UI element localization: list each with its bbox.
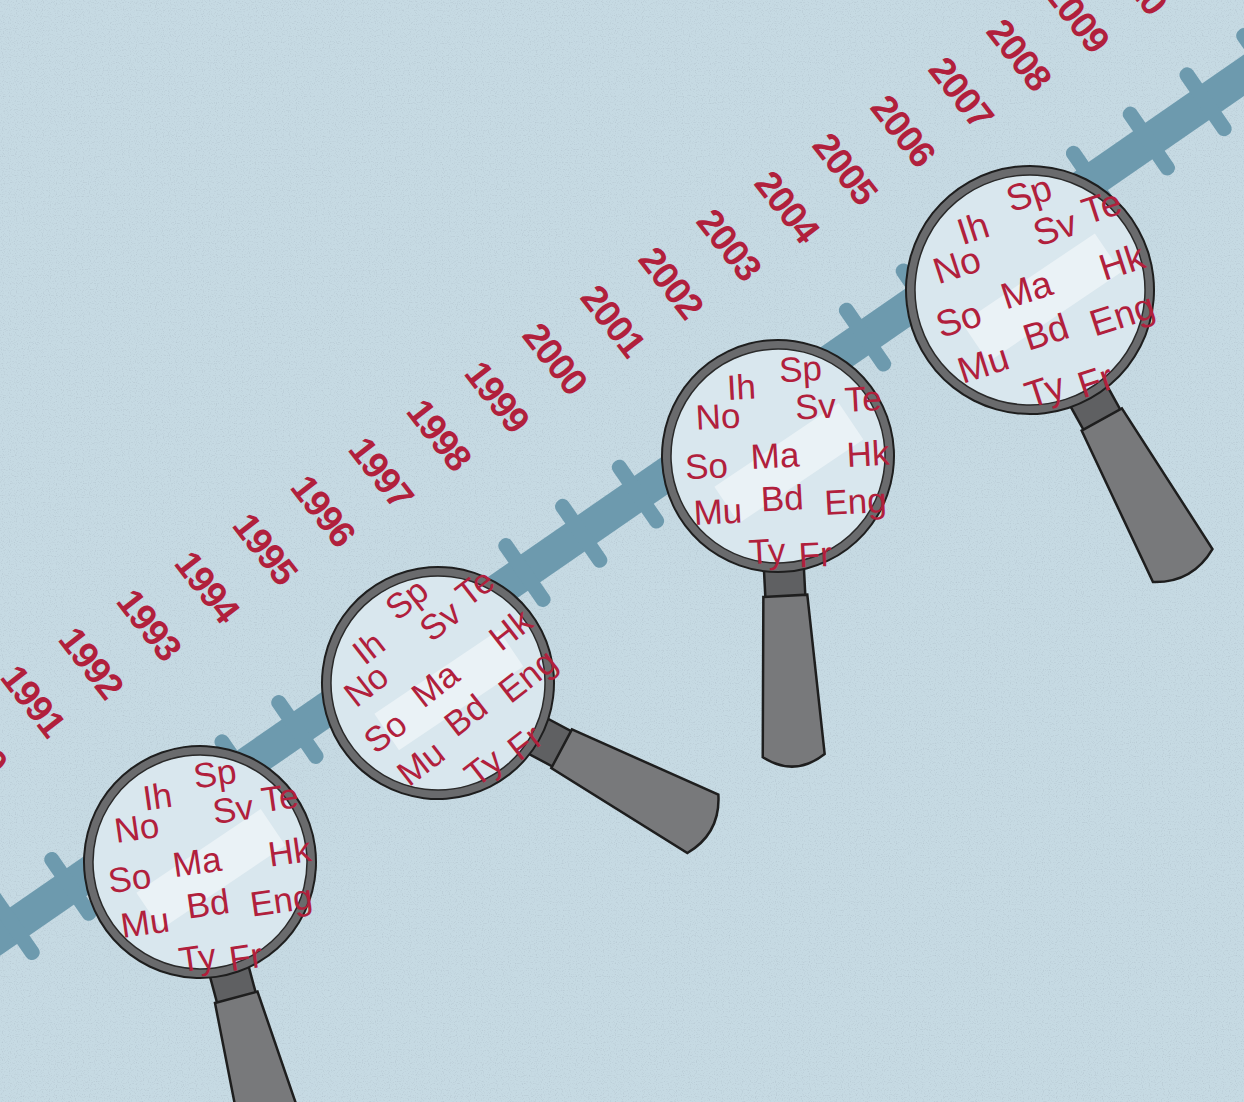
lens-rim-edge (274, 519, 602, 847)
year-label: 2006 (864, 89, 941, 173)
year-label: 1993 (110, 583, 187, 667)
country-code: Bd (760, 479, 805, 516)
country-code: Te (844, 380, 883, 417)
magnifier-handle (197, 962, 312, 1102)
country-code: Bd (184, 883, 231, 924)
magnifier-handle (1058, 378, 1217, 590)
country-code: Hk (846, 435, 891, 472)
year-label: 1992 (52, 621, 129, 705)
magnifier-lens: IhSpNoSvTeSoMaHkMuBdEngTyFr (67, 729, 334, 996)
country-code: Sp (191, 753, 238, 794)
country-code: Eng (248, 878, 315, 921)
year-label: 2000 (516, 317, 593, 401)
year-label: 1990 (0, 697, 14, 781)
country-code: Hk (266, 831, 313, 872)
timeline-tick (609, 457, 667, 531)
country-code: So (106, 858, 153, 899)
year-label: 1999 (458, 355, 535, 439)
timeline-tick (1177, 65, 1235, 139)
year-label: 1991 (0, 659, 72, 743)
year-label: 2004 (748, 165, 825, 249)
timeline-tick (1120, 104, 1178, 178)
country-code: Sv (794, 387, 837, 424)
country-code: Sp (778, 350, 823, 387)
lens-rim (657, 335, 899, 577)
lens-glass (288, 533, 588, 833)
country-code: Mu (693, 492, 743, 529)
country-code: No (695, 397, 742, 434)
year-label: 2007 (922, 51, 999, 135)
lens-rim-edge (872, 132, 1187, 447)
country-code: Sv (210, 789, 255, 829)
lens-rim-edge (68, 730, 332, 994)
lens-rim (70, 732, 330, 992)
timeline-tick (0, 888, 42, 962)
country-code: Mu (118, 902, 171, 943)
lens-rim (277, 522, 600, 845)
country-code: Ty (748, 532, 787, 569)
year-label: 1997 (342, 431, 419, 515)
timeline-tick (1233, 25, 1244, 99)
year-label: 1998 (400, 393, 477, 477)
timeline-band (0, 0, 1244, 1025)
year-label: 1996 (284, 469, 361, 553)
magnifier-lens: IhSpNoSvTeSoMaHkMuBdEngTyFr (654, 332, 902, 580)
country-code: Fr (227, 937, 265, 976)
timeline-tick (268, 692, 326, 766)
lens-glass (885, 145, 1175, 435)
country-code: Eng (823, 482, 887, 520)
year-label: 2002 (632, 241, 709, 325)
year-label: 2010 (1096, 0, 1173, 21)
country-code: Fr (798, 536, 833, 573)
country-code: Ma (750, 436, 800, 473)
year-label: 2003 (690, 203, 767, 287)
country-code: Ma (170, 841, 223, 882)
lens-rim-edge (655, 333, 901, 579)
country-code: No (112, 807, 161, 848)
country-code: Ty (177, 937, 218, 977)
magnifier-handle (753, 566, 825, 768)
year-label: 1995 (226, 507, 303, 591)
timeline-tick (552, 496, 610, 570)
magnifier-handle (521, 706, 727, 857)
year-label: 2008 (980, 13, 1057, 97)
year-label: 1994 (168, 545, 245, 629)
country-code: So (684, 447, 729, 484)
year-label: 2005 (806, 127, 883, 211)
timeline-bar (0, 0, 1244, 1006)
lens-rim (875, 135, 1185, 445)
lens-glass (79, 741, 321, 983)
year-label: 2009 (1038, 0, 1115, 59)
lens-glass (666, 344, 891, 569)
country-code: Te (259, 777, 300, 817)
magnifier-lens: IhSpNoSvTeSoMaHkMuBdEngTyFr (272, 517, 603, 848)
magnifier-lens: IhSpNoSvTeSoMaHkMuBdEngTyFr (871, 131, 1189, 449)
year-label: 2001 (574, 279, 651, 363)
